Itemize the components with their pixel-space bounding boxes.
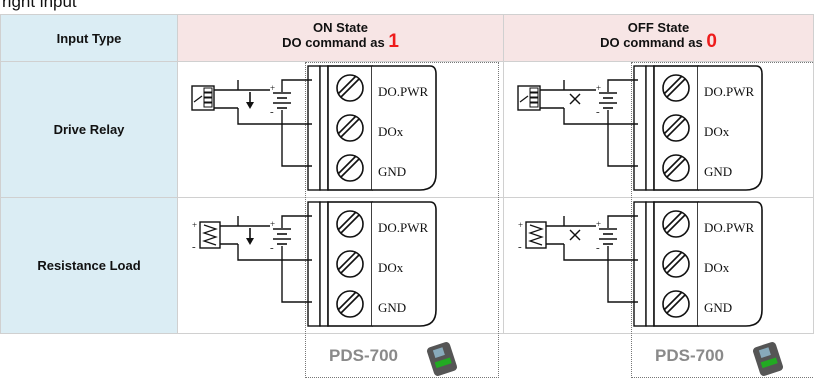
svg-text:+: + <box>596 219 601 229</box>
svg-text:-: - <box>192 241 196 253</box>
module-label-off: PDS-700 <box>655 346 724 365</box>
off-state-command-text: DO command as <box>600 35 703 50</box>
svg-text:+: + <box>596 83 601 93</box>
row-label-drive-relay: Drive Relay <box>0 62 178 198</box>
terminal-label-dox: DOx <box>378 260 404 275</box>
terminal-label-dox: DOx <box>378 124 404 139</box>
terminal-label-gnd: GND <box>704 300 732 315</box>
svg-text:-: - <box>596 242 600 254</box>
terminal-label-gnd: GND <box>378 164 406 179</box>
svg-text:+: + <box>270 219 275 229</box>
on-state-command-text: DO command as <box>282 35 385 50</box>
off-state-title: OFF State <box>627 20 690 35</box>
terminal-label-do-pwr: DO.PWR <box>704 84 755 99</box>
terminal-label-do-pwr: DO.PWR <box>704 220 755 235</box>
on-state-value: 1 <box>388 31 399 52</box>
off-state-value: 0 <box>706 31 717 52</box>
svg-text:+: + <box>518 220 523 230</box>
svg-text:-: - <box>270 242 274 254</box>
svg-text:+: + <box>192 220 197 230</box>
top-cropped-text: right input <box>2 0 77 11</box>
module-label-on: PDS-700 <box>329 346 398 365</box>
terminal-label-gnd: GND <box>378 300 406 315</box>
header-input-type: Input Type <box>0 14 178 62</box>
on-state-title: ON State <box>313 20 368 35</box>
terminal-label-do-pwr: DO.PWR <box>378 84 429 99</box>
header-on-state: ON State DO command as 1 <box>178 14 504 62</box>
terminal-label-dox: DOx <box>704 124 730 139</box>
terminal-label-gnd: GND <box>704 164 732 179</box>
row-label-resistance-load: Resistance Load <box>0 198 178 334</box>
svg-text:-: - <box>518 241 522 253</box>
terminal-label-do-pwr: DO.PWR <box>378 220 429 235</box>
svg-text:-: - <box>270 106 274 118</box>
terminal-label-dox: DOx <box>704 260 730 275</box>
svg-text:-: - <box>596 106 600 118</box>
svg-text:+: + <box>270 83 275 93</box>
